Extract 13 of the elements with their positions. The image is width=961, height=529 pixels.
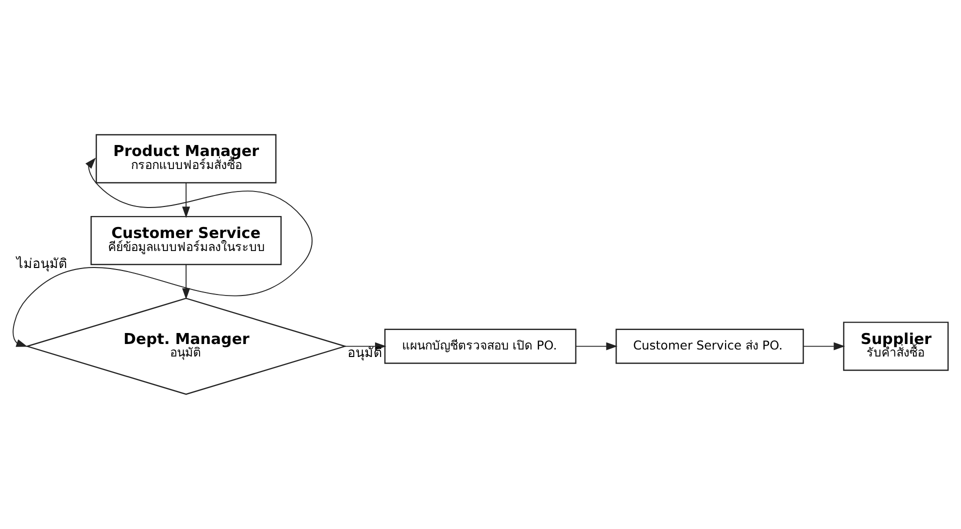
arrow [12, 158, 313, 347]
edge-label: อนุมัติ [347, 346, 382, 361]
node-box: Customer Service ส่ง PO. [616, 328, 804, 364]
edge-label: ไม่อนุมัติ [16, 257, 68, 272]
node-box: Supplier รับคำสั่งซื้อ [843, 322, 949, 371]
node-box: แผนกบัญชีตรวจสอบ เปิด PO. [384, 328, 576, 364]
node-diamond: Dept. Manager อนุมัติ [25, 298, 348, 395]
arrow [182, 182, 190, 218]
node-box: Product Manager กรอกแบบฟอร์มสั่งซื้อ [96, 134, 276, 184]
node-box: Customer Service คีย์ข้อมูลแบบฟอร์มลงในระบบ [90, 216, 282, 266]
arrow [575, 342, 618, 350]
arrow [803, 342, 846, 350]
arrow [182, 264, 190, 300]
